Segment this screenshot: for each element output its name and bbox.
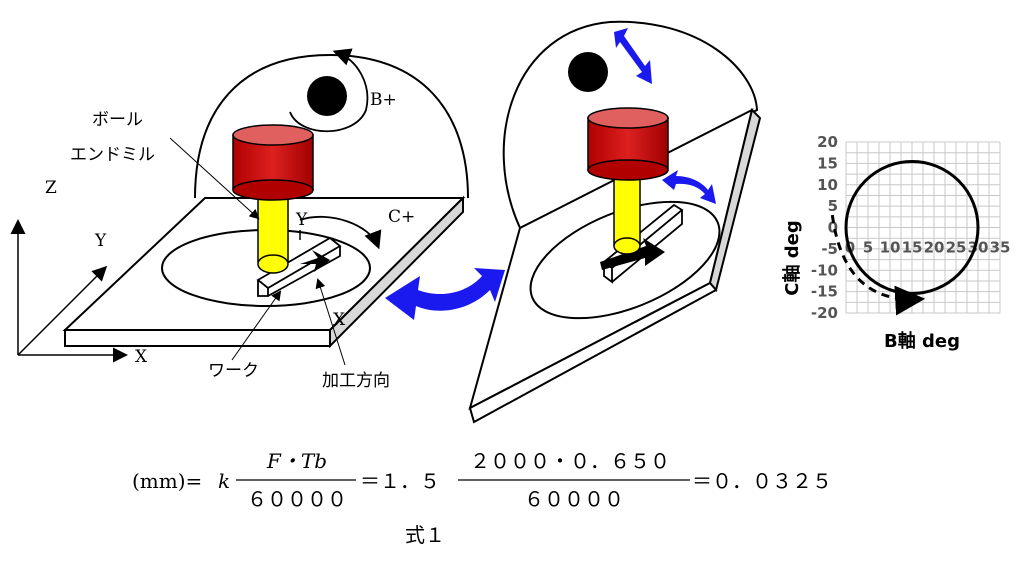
blue-double-arrow-main	[385, 268, 505, 320]
formula-denominator-2: ６００００	[524, 487, 624, 511]
left-machine	[62, 48, 469, 366]
chart-y-axis-label: C軸 deg	[781, 220, 803, 295]
right-rotation-ball	[568, 52, 608, 92]
right-spindle-bottom	[587, 159, 669, 181]
b-plus-arc-arrow	[289, 48, 369, 133]
left-tool-shank	[257, 191, 289, 263]
label-b-plus: B+	[370, 90, 397, 110]
chart-y-tick-label: -20	[811, 304, 838, 322]
formula-caption: 式１	[405, 523, 445, 547]
left-spindle-bottom	[232, 179, 314, 201]
chart-dashed-direction-arrow	[830, 214, 926, 316]
coordinate-axes	[10, 219, 128, 363]
chart-x-tick-label: 5	[863, 239, 873, 257]
chart-y-tick-label: 10	[817, 176, 838, 194]
chart-y-tick-label: -15	[811, 283, 838, 301]
chart-x-tick-label: 15	[902, 239, 923, 257]
chart-grid	[845, 141, 1001, 314]
label-direction: 加工方向	[322, 371, 390, 391]
left-direction-arrow	[300, 250, 330, 272]
chart-y-tick-label: -5	[821, 240, 838, 258]
formula: (mm)= k F・Tb ６００００ ＝１．５ ２０００・０．６５０ ６００００…	[132, 449, 832, 547]
formula-equals-1: ＝１．５	[360, 469, 440, 493]
label-local-x: X	[333, 310, 346, 330]
label-c-plus: C+	[388, 207, 415, 227]
label-end-mill: エンドミル	[70, 145, 155, 165]
right-tool-tip	[613, 237, 641, 255]
chart-x-tick-label: 20	[924, 239, 945, 257]
chart-y-tick-label: -10	[811, 261, 838, 279]
blue-arrow-side	[662, 170, 716, 204]
left-rotation-ball	[307, 76, 347, 116]
label-work: ワーク	[208, 361, 259, 381]
chart-y-tick-label: 0	[828, 219, 838, 237]
chart-y-tick-label: 15	[817, 154, 838, 172]
chart-y-tick-label: 20	[817, 133, 838, 151]
formula-k: k	[218, 469, 230, 493]
chart-x-tick-label: 25	[946, 239, 967, 257]
label-ball: ボール	[92, 110, 143, 130]
right-tool-path-ellipse	[529, 200, 721, 320]
right-machine	[468, 20, 762, 424]
blue-arrow-top	[614, 28, 652, 84]
left-spindle-top	[232, 124, 314, 146]
label-axis-x: X	[135, 347, 148, 367]
formula-result: ＝０．０３２５	[692, 469, 832, 493]
right-tool-shank	[613, 169, 641, 246]
chart-y-tick-label: 5	[828, 197, 838, 215]
chart-x-axis-label: B軸 deg	[884, 330, 960, 352]
chart-x-tick-label: 35	[990, 239, 1011, 257]
direction-leader	[315, 278, 346, 366]
formula-numerator-2: ２０００・０．６５０	[470, 449, 670, 473]
formula-numerator-1: F・Tb	[266, 449, 327, 473]
chart-y-ticks: 20 15 10 5 0 -5 -10 -15 -20	[811, 133, 838, 322]
chart-x-tick-label: 10	[880, 239, 901, 257]
left-tool-tip	[257, 254, 289, 274]
label-axis-y: Y	[94, 231, 107, 251]
label-axis-z: Z	[45, 178, 57, 198]
label-local-y: Y	[295, 210, 308, 230]
left-table-side	[329, 195, 464, 349]
ball-end-mill-leader	[169, 137, 260, 220]
left-workpiece	[256, 236, 342, 297]
right-table-front	[468, 281, 718, 424]
right-spindle-top	[587, 107, 669, 129]
formula-denominator-1: ６００００	[247, 487, 347, 511]
c-plus-arc-arrow	[299, 215, 382, 250]
formula-lhs: (mm)=	[132, 469, 202, 493]
left-table-front	[64, 329, 331, 347]
work-leader	[231, 290, 282, 361]
